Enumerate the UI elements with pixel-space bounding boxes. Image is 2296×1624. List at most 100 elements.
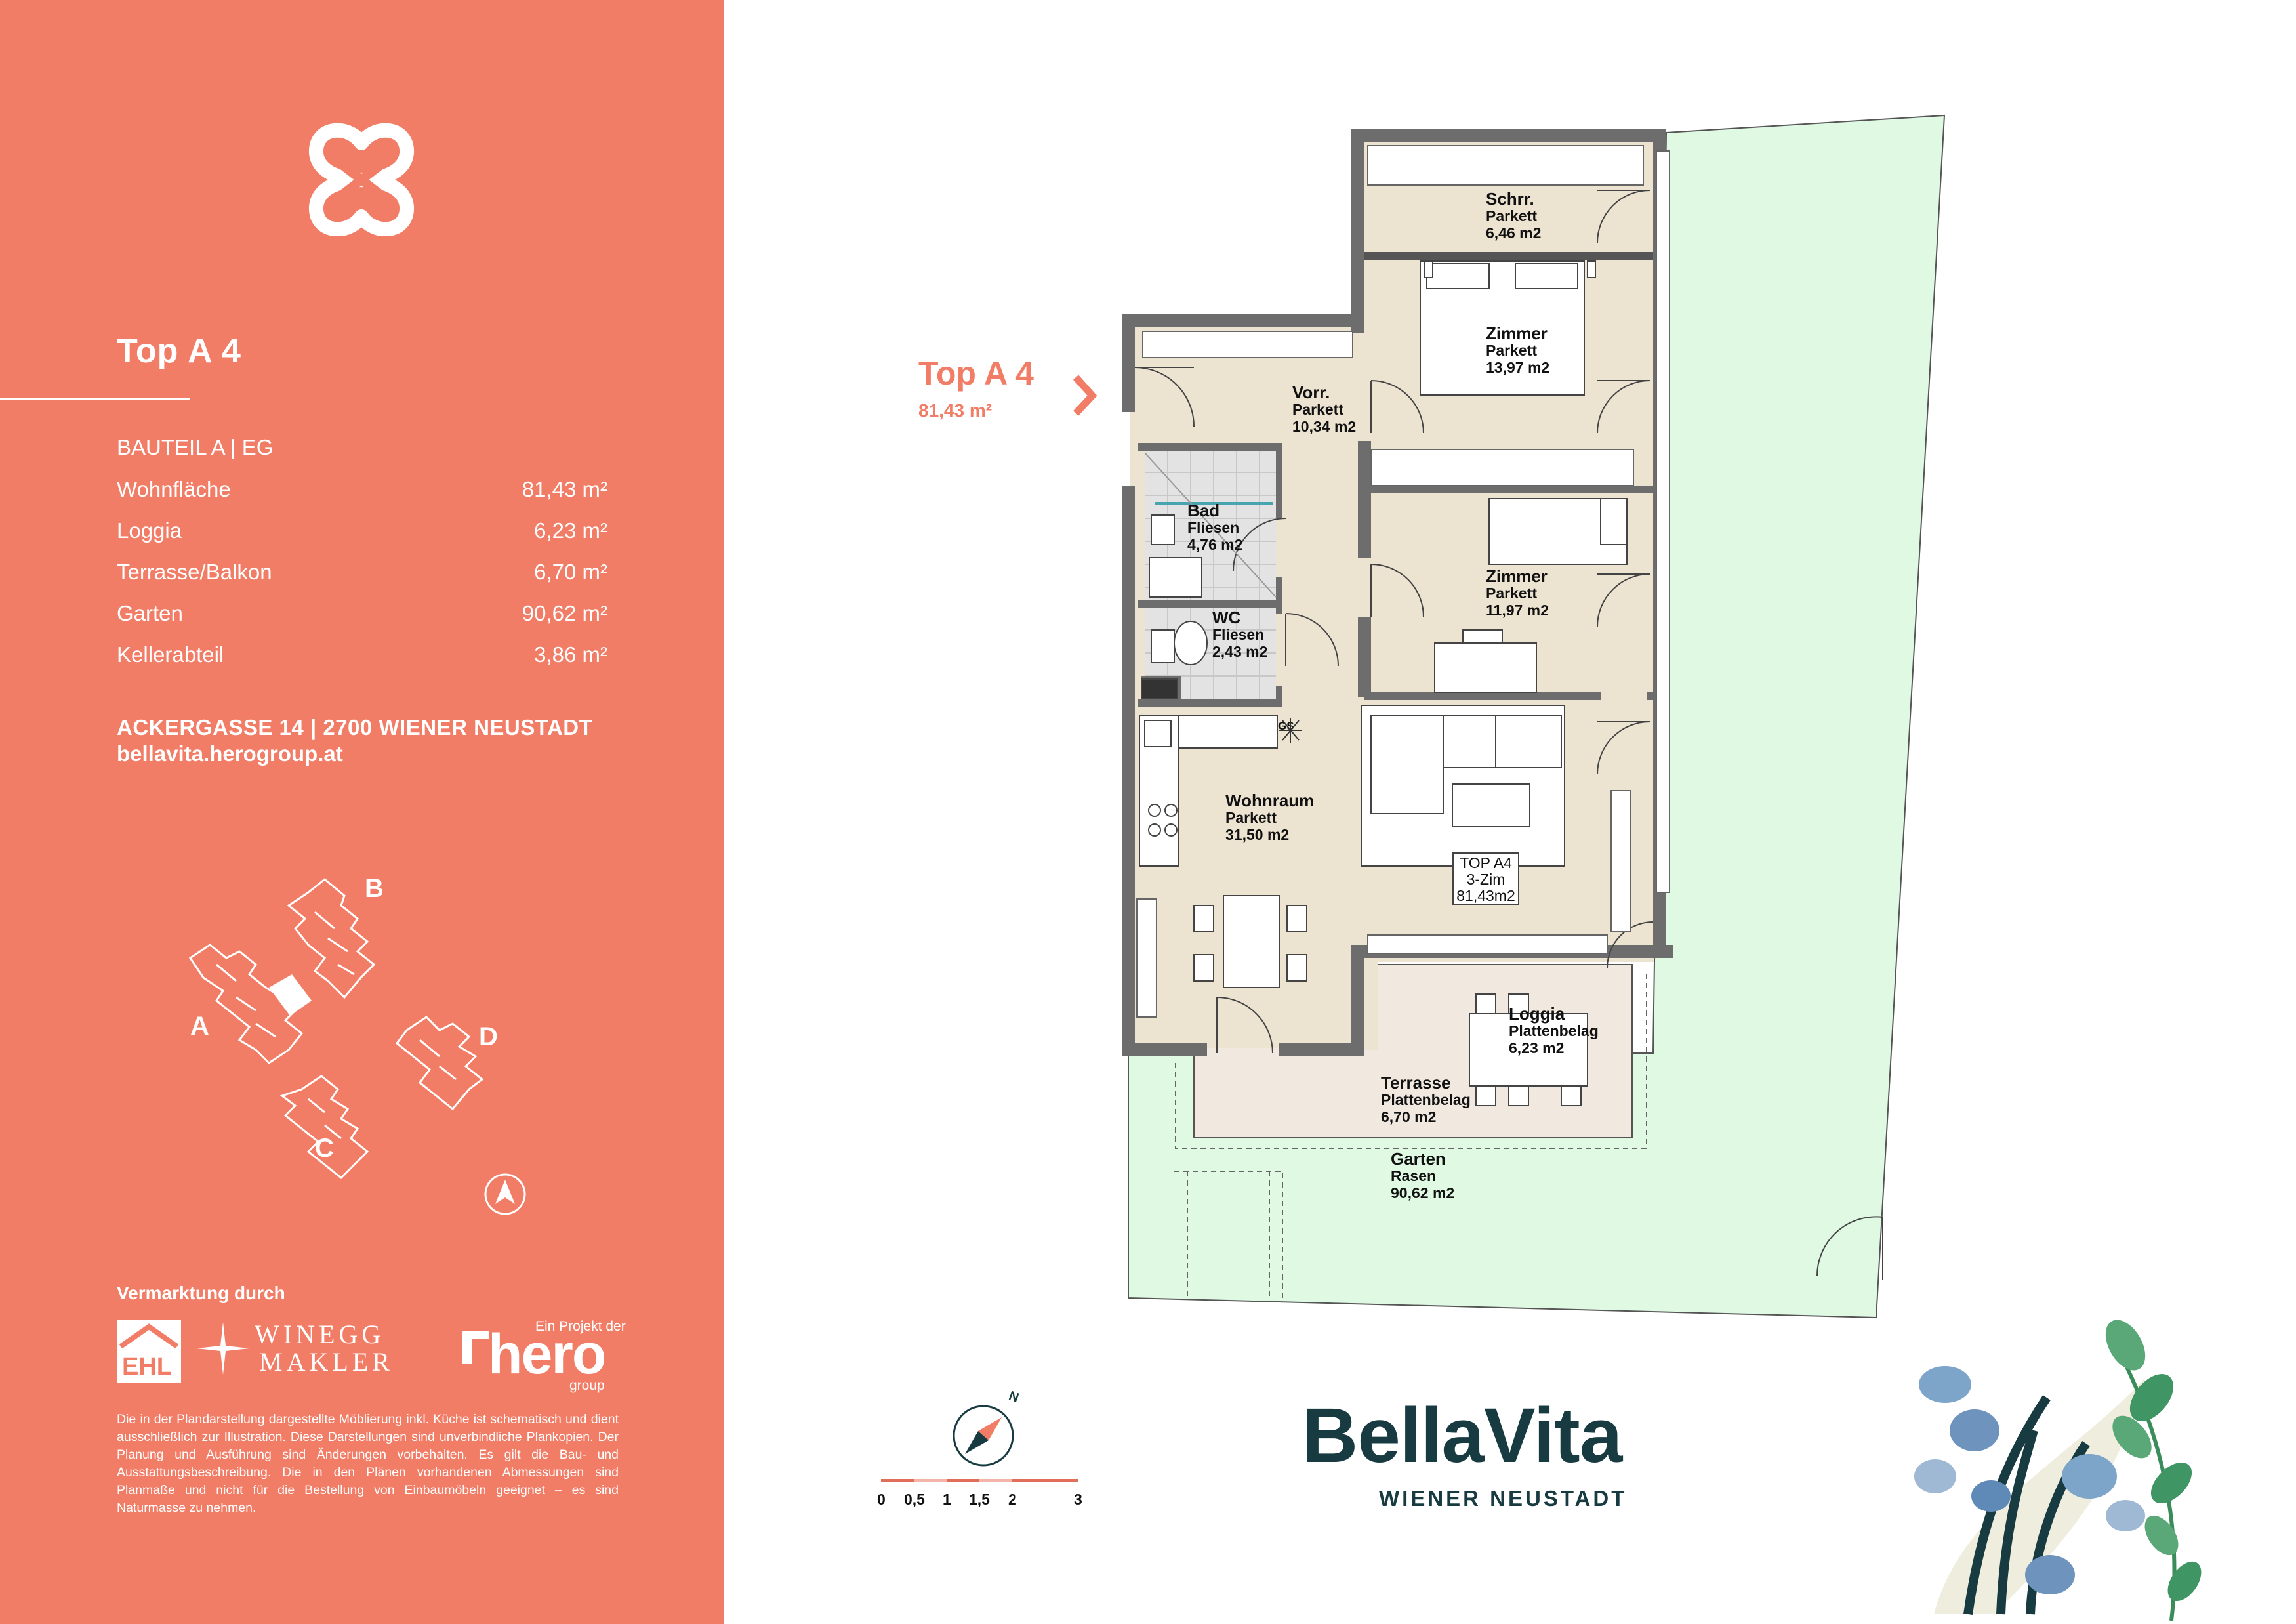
room-name: Loggia (1509, 1004, 1565, 1024)
brand-logo-text: BellaVita (1302, 1392, 1622, 1479)
area-value: 6,70 m² (534, 560, 607, 584)
scale-tick-1: 1 (943, 1491, 951, 1508)
room-floor: Plattenbelag (1509, 1022, 1599, 1039)
room-area: 6,46 m2 (1486, 224, 1542, 241)
room-area: 90,62 m2 (1391, 1184, 1455, 1201)
room-label-garten: Garten Rasen 90,62 m2 (1391, 1150, 1454, 1201)
garden-area (1128, 114, 1946, 1319)
area-row-terrasse: Terrasse/Balkon 6,70 m² (117, 560, 607, 593)
ehl-logo: EHL (117, 1320, 181, 1383)
area-row-wohnflaeche: Wohnfläche 81,43 m² (117, 477, 607, 510)
room-area: 6,23 m2 (1509, 1039, 1565, 1056)
scale-tick-0-5: 0,5 (904, 1491, 925, 1508)
scale-tick-1-5: 1,5 (969, 1491, 990, 1508)
website-link[interactable]: bellavita.herogroup.at (117, 741, 343, 766)
room-floor: Parkett (1225, 809, 1277, 826)
hero-mark-icon (462, 1331, 489, 1364)
brand-subtitle: WIENER NEUSTADT (1379, 1486, 1628, 1510)
room-name: Zimmer (1486, 323, 1548, 343)
room-area: 11,97 m2 (1486, 602, 1549, 619)
closet-rail (1364, 252, 1653, 260)
room-name: WC (1212, 608, 1241, 627)
bellavita-logo-icon (309, 123, 414, 236)
area-label: Kellerabteil (117, 642, 224, 667)
room-label-bad: Bad Fliesen 4,76 m2 (1187, 502, 1242, 553)
building-label-b: B (365, 874, 384, 903)
room-label-vorraum: Vorr. Parkett 10,34 m2 (1292, 384, 1356, 435)
entrance-arrow-icon (1073, 375, 1097, 416)
room-name: Schrr. (1486, 189, 1534, 209)
area-label: Garten (117, 601, 183, 625)
room-floor: Parkett (1486, 207, 1537, 224)
room-area: 2,43 m2 (1212, 643, 1268, 660)
marketing-heading: Vermarktung durch (117, 1283, 285, 1303)
disclaimer-text: Die in der Plandarstellung dargestellte … (117, 1412, 619, 1515)
room-floor: Fliesen (1212, 626, 1265, 643)
room-floor: Parkett (1292, 401, 1343, 418)
room-label-loggia: Loggia Plattenbelag 6,23 m2 (1509, 1005, 1599, 1056)
room-name: Zimmer (1486, 566, 1548, 586)
extractor-icon (1279, 718, 1302, 743)
room-area: 13,97 m2 (1486, 359, 1550, 376)
room-name: Wohnraum (1225, 791, 1315, 810)
top-info-box (1452, 852, 1519, 905)
area-row-kellerabteil: Kellerabteil 3,86 m² (117, 642, 607, 675)
area-value: 6,23 m² (534, 518, 607, 543)
room-name: Vorr. (1292, 383, 1330, 402)
door-swings (1134, 190, 1654, 1054)
info-sidebar: Top A 4 BAUTEIL A | EG Wohnfläche 81,43 … (0, 0, 724, 1624)
area-value: 81,43 m² (522, 477, 607, 501)
decorative-plant-illustration (1914, 1320, 2202, 1621)
ehl-text: EHL (122, 1353, 172, 1381)
area-label: Terrasse/Balkon (117, 560, 272, 584)
top-info-line2: 3-Zim (1466, 871, 1506, 888)
site-plan-map (188, 878, 526, 1215)
room-floor: Parkett (1486, 585, 1537, 602)
building-label-c: C (315, 1134, 334, 1163)
area-label: Loggia (117, 518, 182, 543)
winegg-line2: MAKLER (259, 1347, 394, 1377)
room-name: Bad (1187, 501, 1220, 520)
room-floor: Fliesen (1187, 519, 1240, 536)
scale-tick-3: 3 (1074, 1491, 1082, 1508)
area-label: Wohnfläche (117, 477, 231, 501)
room-label-schrank: Schrr. Parkett 6,46 m2 (1486, 190, 1541, 241)
hero-tagline: Ein Projekt der (535, 1319, 626, 1334)
scale-tick-0: 0 (877, 1491, 886, 1508)
room-floor: Plattenbelag (1381, 1091, 1471, 1108)
room-floor: Rasen (1391, 1167, 1437, 1184)
room-floor: Parkett (1486, 342, 1537, 359)
area-value: 3,86 m² (534, 642, 607, 667)
title-divider (0, 398, 190, 400)
winegg-line1: WINEGG (255, 1320, 385, 1349)
room-label-wc: WC Fliesen 2,43 m2 (1212, 609, 1267, 660)
area-row-loggia: Loggia 6,23 m² (117, 518, 607, 551)
scale-bar (881, 1479, 1078, 1482)
hero-sub: group (569, 1378, 605, 1393)
north-indicator-icon (484, 1173, 526, 1215)
room-area: 4,76 m2 (1187, 536, 1243, 553)
highlighted-building-a (269, 974, 312, 1016)
room-name: Garten (1391, 1149, 1446, 1169)
top-info-line1: TOP A4 (1460, 854, 1512, 871)
floor-plan: GS (881, 114, 2202, 1621)
hero-name: hero (488, 1323, 606, 1386)
room-area: 31,50 m2 (1225, 826, 1290, 843)
top-info-text: TOP A4 3-Zim 81,43m2 (1453, 855, 1519, 904)
house-roof-icon (119, 1323, 179, 1349)
winegg-star-icon (197, 1322, 249, 1375)
furniture (1139, 260, 1628, 1106)
compass-icon (953, 1405, 1014, 1467)
plan-callout-area: 81,43 m² (918, 400, 993, 421)
area-value: 90,62 m² (522, 601, 607, 625)
room-label-terrasse: Terrasse Plattenbelag 6,70 m2 (1381, 1074, 1471, 1125)
scale-tick-2: 2 (1008, 1491, 1017, 1508)
room-name: Terrasse (1381, 1073, 1451, 1093)
windows (1136, 145, 1670, 1018)
unit-title: Top A 4 (117, 332, 241, 370)
area-row-garten: Garten 90,62 m² (117, 601, 607, 634)
room-label-zimmer-1: Zimmer Parkett 13,97 m2 (1486, 325, 1549, 376)
address: ACKERGASSE 14 | 2700 WIENER NEUSTADT (117, 715, 593, 739)
room-area: 10,34 m2 (1292, 418, 1357, 435)
bauteil-label: BAUTEIL A | EG (117, 435, 274, 459)
